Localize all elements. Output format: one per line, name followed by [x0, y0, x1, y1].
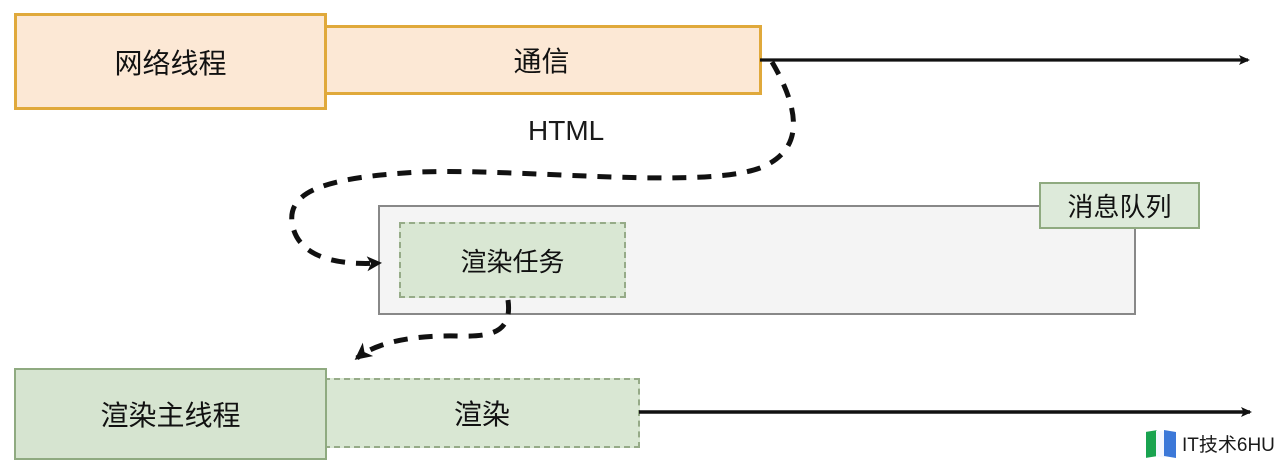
node-render-task: 渲染任务 [399, 222, 626, 298]
watermark-logo-icon [1146, 429, 1176, 458]
node-network-thread: 网络线程 [14, 13, 327, 110]
watermark: IT技术6HU [1146, 429, 1275, 458]
watermark-text: IT技术6HU [1182, 435, 1275, 456]
node-communicate: 通信 [324, 25, 762, 95]
edge-label-html: HTML [528, 115, 605, 146]
node-render-main-thread: 渲染主线程 [14, 368, 327, 460]
node-communicate-label: 通信 [513, 46, 570, 77]
node-render: 渲染 [324, 378, 640, 448]
node-network-thread-label: 网络线程 [114, 47, 227, 79]
node-render-main-thread-label: 渲染主线程 [100, 400, 241, 431]
node-message-queue-label: 消息队列 [1067, 192, 1172, 222]
node-render-task-label: 渲染任务 [460, 246, 565, 277]
node-render-label: 渲染 [453, 399, 510, 430]
node-message-queue-label-tag: 消息队列 [1039, 182, 1200, 229]
